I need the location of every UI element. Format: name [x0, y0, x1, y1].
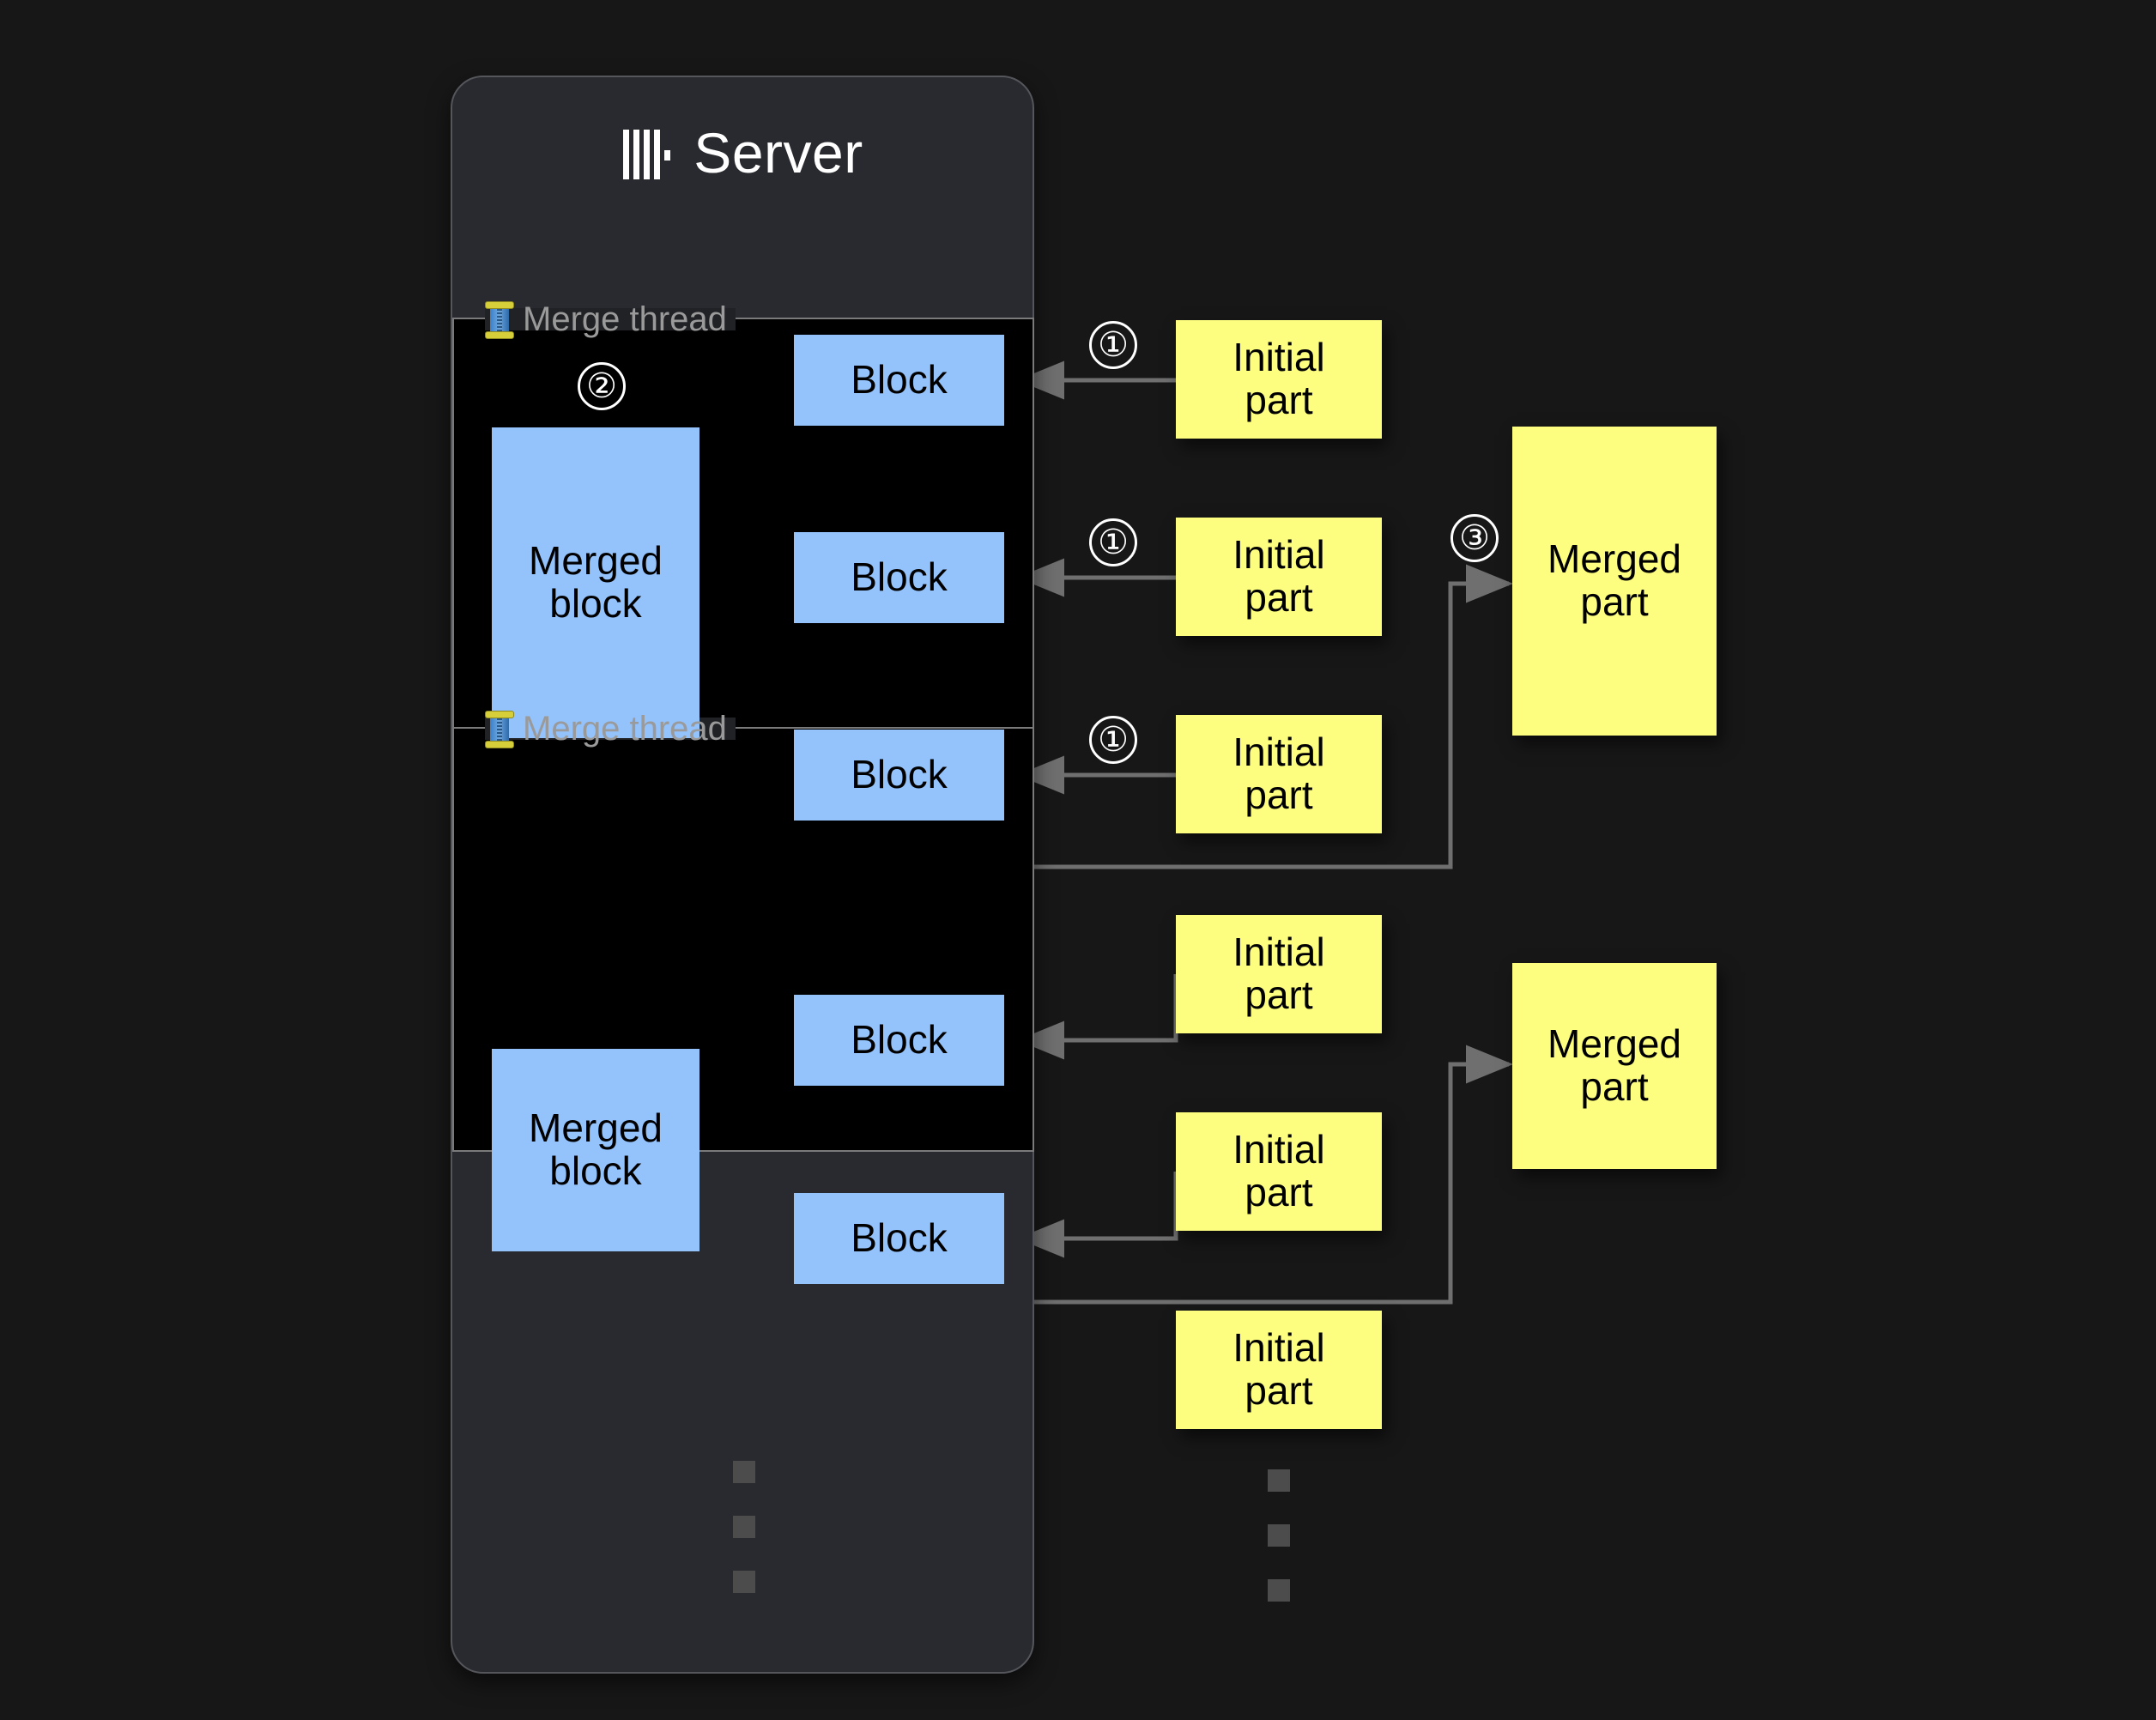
step-marker-1-c: ①	[1089, 716, 1137, 764]
block-1-3: Block	[794, 730, 1004, 821]
parts-ellipsis	[1268, 1469, 1290, 1634]
merge-thread-2-legend-label: Merge thread	[523, 710, 727, 748]
ellipsis-dot	[1268, 1469, 1290, 1492]
block-2-2: Block	[794, 1193, 1004, 1284]
step-marker-1-b: ①	[1089, 518, 1137, 566]
ellipsis-dot	[733, 1516, 755, 1538]
merged-block-2: Merged block	[492, 1049, 699, 1251]
step-marker-1-a: ①	[1089, 321, 1137, 369]
initial-part-3: Initial part	[1176, 715, 1382, 833]
initial-part-4: Initial part	[1176, 915, 1382, 1033]
thread-spool-icon	[485, 300, 514, 339]
block-2-1: Block	[794, 995, 1004, 1086]
step-marker-2: ②	[578, 362, 626, 410]
clickhouse-logo-icon	[621, 128, 675, 181]
initial-part-2: Initial part	[1176, 518, 1382, 636]
wire-initial-part-4-to-block-4	[1017, 974, 1178, 1060]
block-1-2: Block	[794, 532, 1004, 623]
merged-part-1: Merged part	[1512, 427, 1717, 736]
server-ellipsis	[733, 1461, 755, 1626]
server-title-row: Server	[452, 120, 1033, 185]
thread-spool-icon	[485, 709, 514, 748]
initial-part-6: Initial part	[1176, 1311, 1382, 1429]
merged-part-2: Merged part	[1512, 963, 1717, 1169]
merge-thread-2-legend: Merge thread	[485, 706, 736, 752]
block-1-1: Block	[794, 335, 1004, 426]
merged-block-1: Merged block	[492, 427, 699, 738]
initial-part-1: Initial part	[1176, 320, 1382, 439]
ellipsis-dot	[733, 1571, 755, 1593]
ellipsis-dot	[1268, 1579, 1290, 1602]
server-panel: Server Merge thread Merge thread	[451, 76, 1034, 1674]
merge-thread-1-legend-label: Merge thread	[523, 300, 727, 338]
server-title-label: Server	[693, 121, 863, 185]
wire-initial-part-5-to-block-5	[1017, 1172, 1178, 1258]
ellipsis-dot	[1268, 1524, 1290, 1547]
merge-thread-1-legend: Merge thread	[485, 296, 736, 342]
ellipsis-dot	[733, 1461, 755, 1483]
step-marker-3: ③	[1450, 514, 1499, 562]
initial-part-5: Initial part	[1176, 1112, 1382, 1231]
